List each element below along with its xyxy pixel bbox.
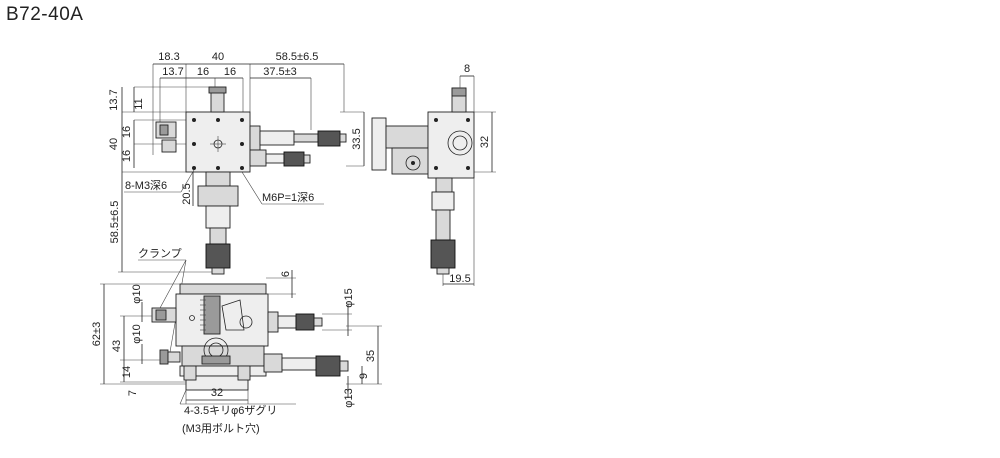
note-counterbore: 4-3.5キリφ6ザグリ (184, 403, 277, 417)
front-scale-ticks (200, 299, 206, 331)
dim-37-5: 37.5±3 (263, 66, 297, 78)
dim-left-40: 40 (108, 138, 120, 150)
top-micrometer2-knurl (283, 151, 305, 167)
top-view: 18.3 40 58.5±6.5 13.7 16 16 37.5±3 13.7 … (108, 51, 365, 275)
dim-left-11: 11 (133, 98, 145, 109)
top-micrometer-knurl (317, 130, 341, 147)
note-8-m3: 8-M3深6 (125, 179, 167, 192)
front-phi10-bottom: φ10 (131, 324, 143, 343)
dim-58-5: 58.5±6.5 (276, 51, 319, 63)
side-left-block (385, 125, 429, 149)
front-dim-43: 43 (111, 340, 123, 352)
side-dim-32: 32 (479, 136, 491, 148)
front-base (185, 375, 249, 391)
note-m6p: M6P=1深6 (262, 191, 314, 204)
side-dim-8: 8 (464, 63, 470, 75)
front-dim-32: 32 (211, 387, 223, 399)
top-lower-body (197, 185, 239, 207)
front-dim-14: 14 (121, 366, 133, 378)
front-dim-7: 7 (127, 390, 139, 396)
dim-right-33-5: 33.5 (351, 128, 363, 149)
front-view: クランプ (91, 247, 382, 435)
front-dim-62: 62±3 (91, 322, 103, 346)
dim-16-a: 16 (197, 66, 209, 78)
dim-18-3: 18.3 (158, 51, 179, 63)
top-clamp-lower (161, 139, 177, 153)
dim-left-16-b: 16 (121, 150, 133, 162)
side-view: 8 32 19.5 (371, 63, 496, 286)
top-clamp-knob (159, 124, 169, 136)
label-clamp: クランプ (138, 247, 182, 260)
front-dim-6: 6 (280, 271, 292, 277)
dim-long-58-5: 58.5±6.5 (109, 201, 121, 244)
front-dim-9: 9 (358, 373, 370, 379)
top-micrometer-sleeve (259, 130, 295, 146)
top-mount-holes (192, 118, 244, 170)
front-phi15: φ15 (343, 288, 355, 307)
dim-left-16-a: 16 (121, 126, 133, 138)
dim-left-13-7: 13.7 (108, 89, 120, 110)
front-phi13: φ13 (343, 388, 355, 407)
drawing-title: B72-40A (6, 4, 84, 25)
note-bolt-hole: (M3用ボルト穴) (182, 421, 260, 435)
front-upper-stage (175, 293, 269, 347)
front-phi10-top: φ10 (131, 284, 143, 303)
dim-13-7: 13.7 (162, 66, 183, 78)
front-dim-35: 35 (365, 350, 377, 362)
top-vertical-micrometer-knurl (205, 243, 231, 269)
side-dim-19-5: 19.5 (449, 273, 470, 285)
front-upper-knurl (295, 313, 315, 331)
dim-16-b: 16 (224, 66, 236, 78)
top-stage-post-cap (208, 86, 227, 94)
dim-20-5: 20.5 (181, 183, 193, 204)
front-lower-knurl (315, 355, 341, 377)
dim-40: 40 (212, 51, 224, 63)
side-micrometer-knurl (430, 239, 456, 269)
